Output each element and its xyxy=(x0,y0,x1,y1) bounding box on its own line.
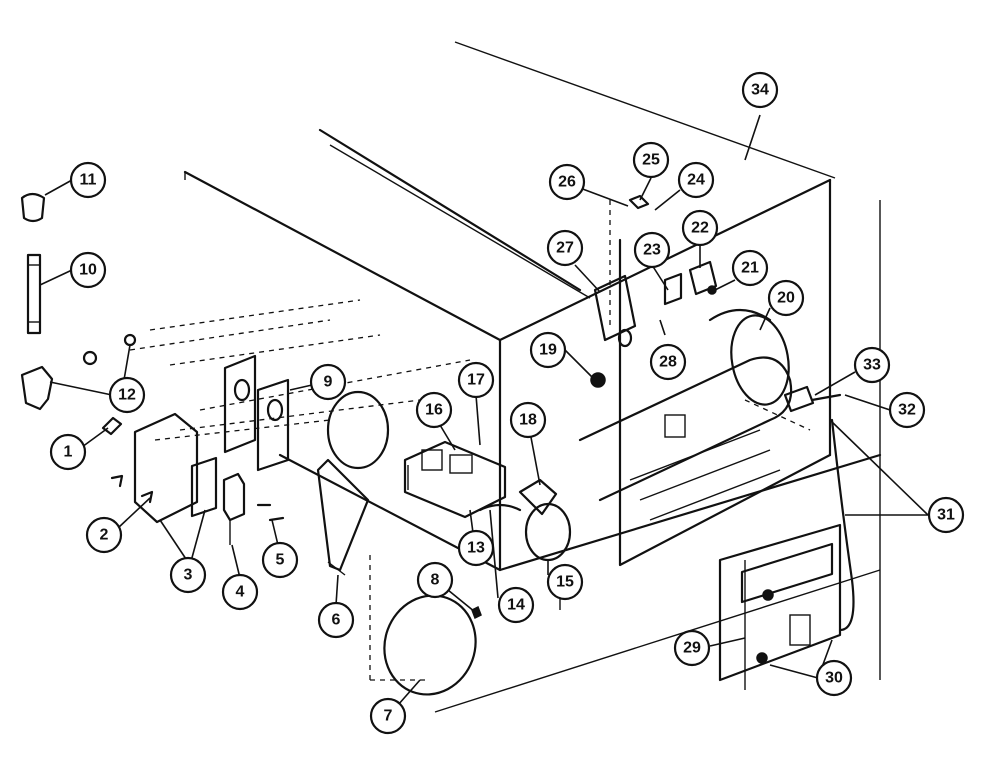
callout-24: 24 xyxy=(677,161,715,199)
cover-part xyxy=(133,412,218,524)
callout-15-label: 15 xyxy=(556,574,574,591)
callout-14-label: 14 xyxy=(507,597,525,614)
callout-10: 10 xyxy=(69,251,107,289)
callout-3: 3 xyxy=(169,556,207,594)
callout-13-label: 13 xyxy=(467,540,485,557)
callout-27-label: 27 xyxy=(556,240,574,257)
callout-28-label: 28 xyxy=(659,354,677,371)
callout-6: 6 xyxy=(317,601,355,639)
callout-19: 19 xyxy=(529,331,567,369)
pipe-nipple-part xyxy=(26,253,42,335)
burner-tube-part xyxy=(578,309,793,502)
callout-31-label: 31 xyxy=(937,507,955,524)
callout-15: 15 xyxy=(546,563,584,601)
callout-34: 34 xyxy=(741,71,779,109)
gas-valve-part xyxy=(403,440,507,519)
callout-6-label: 6 xyxy=(332,612,341,629)
callout-12-label: 12 xyxy=(118,387,136,404)
callout-24-label: 24 xyxy=(687,172,705,189)
callout-23-label: 23 xyxy=(643,242,661,259)
brackets-part xyxy=(223,354,290,472)
callout-18: 18 xyxy=(509,401,547,439)
switch-part xyxy=(222,472,246,545)
callout-21: 21 xyxy=(731,249,769,287)
handle-part xyxy=(316,458,370,576)
access-hole xyxy=(326,390,390,470)
callout-33: 33 xyxy=(853,346,891,384)
callout-16: 16 xyxy=(415,391,453,429)
upper-bracket-parts xyxy=(590,194,718,388)
callout-32: 32 xyxy=(888,391,926,429)
callout-32-label: 32 xyxy=(898,402,916,419)
callout-21-label: 21 xyxy=(741,260,759,277)
callout-11-label: 11 xyxy=(80,172,97,189)
cabinet xyxy=(183,41,882,713)
callout-18-label: 18 xyxy=(519,412,537,429)
callout-27: 27 xyxy=(546,229,584,267)
callout-12: 12 xyxy=(108,376,146,414)
callout-30: 30 xyxy=(815,659,853,697)
callout-19-label: 19 xyxy=(539,342,557,359)
callout-11: 11 xyxy=(69,161,107,199)
callout-16-label: 16 xyxy=(425,402,443,419)
ignitor-part xyxy=(783,385,842,413)
callout-34-label: 34 xyxy=(751,82,769,99)
callout-2: 2 xyxy=(85,516,123,554)
callout-25: 25 xyxy=(632,141,670,179)
callout-13: 13 xyxy=(457,529,495,567)
callout-26: 26 xyxy=(548,163,586,201)
callout-8: 8 xyxy=(416,561,454,599)
callout-8-label: 8 xyxy=(431,572,440,589)
cover-plate-part xyxy=(383,594,477,696)
callout-22: 22 xyxy=(681,209,719,247)
screws-5-part xyxy=(256,503,285,522)
ignitor-cable xyxy=(830,418,855,632)
callout-20: 20 xyxy=(767,279,805,317)
callout-9: 9 xyxy=(309,363,347,401)
callout-17-label: 17 xyxy=(467,372,485,389)
callout-26-label: 26 xyxy=(558,174,576,191)
callout-22-label: 22 xyxy=(691,220,709,237)
callout-33-label: 33 xyxy=(863,357,881,374)
callout-20-label: 20 xyxy=(777,290,795,307)
callout-29-label: 29 xyxy=(683,640,701,657)
callout-4-label: 4 xyxy=(236,584,245,601)
callout-5: 5 xyxy=(261,541,299,579)
callout-7: 7 xyxy=(369,697,407,735)
cap-part xyxy=(20,192,46,223)
callout-3-label: 3 xyxy=(184,567,193,584)
callout-5-label: 5 xyxy=(276,552,285,569)
callout-30-label: 30 xyxy=(825,670,843,687)
screw-8-part xyxy=(471,605,482,620)
callout-4: 4 xyxy=(221,573,259,611)
callout-14: 14 xyxy=(497,586,535,624)
callout-29: 29 xyxy=(673,629,711,667)
callout-2-label: 2 xyxy=(100,527,109,544)
callout-23: 23 xyxy=(633,231,671,269)
callout-10-label: 10 xyxy=(79,262,97,279)
control-module-part xyxy=(718,523,842,690)
leader-lines xyxy=(39,114,929,706)
clip-part xyxy=(101,416,123,436)
callout-28: 28 xyxy=(649,343,687,381)
callout-31: 31 xyxy=(927,496,965,534)
callout-7-label: 7 xyxy=(384,708,393,725)
screws-part xyxy=(110,474,154,504)
callout-17: 17 xyxy=(457,361,495,399)
callout-25-label: 25 xyxy=(642,152,660,169)
callout-9-label: 9 xyxy=(324,374,333,391)
callout-1-label: 1 xyxy=(64,444,73,461)
callout-1: 1 xyxy=(49,433,87,471)
